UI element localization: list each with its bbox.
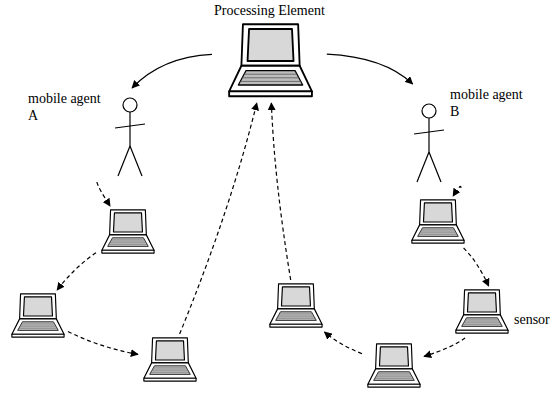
node-label: A bbox=[28, 107, 101, 124]
node-label: sensor bbox=[514, 311, 550, 328]
sensor-laptop bbox=[408, 198, 466, 246]
laptop-icon bbox=[364, 342, 422, 390]
processing-element: Processing Element bbox=[214, 2, 325, 101]
agent-route bbox=[68, 332, 138, 355]
agent-route bbox=[424, 338, 465, 356]
sensor-laptop bbox=[266, 282, 324, 330]
agent-route bbox=[271, 103, 290, 280]
laptop-icon bbox=[140, 336, 198, 384]
agent-figure bbox=[113, 96, 147, 180]
laptop-icon bbox=[408, 198, 466, 246]
laptop-icon bbox=[452, 288, 510, 336]
agent-route bbox=[325, 332, 363, 354]
agent-route bbox=[180, 103, 257, 334]
sensor-laptop bbox=[98, 208, 156, 256]
node-label: B bbox=[450, 103, 523, 120]
sensor-laptop bbox=[8, 292, 66, 340]
laptop-icon bbox=[223, 21, 315, 101]
sensor-laptop: sensor bbox=[452, 288, 550, 336]
sensor-laptop bbox=[140, 336, 198, 384]
agent-route bbox=[97, 182, 110, 206]
agent-route bbox=[464, 248, 489, 286]
mobile-agent: mobile agentB bbox=[412, 86, 523, 186]
dispatch-arrow bbox=[327, 54, 413, 84]
laptop-icon bbox=[266, 282, 324, 330]
agent-figure bbox=[412, 102, 446, 186]
laptop-icon bbox=[8, 292, 66, 340]
laptop-icon bbox=[98, 208, 156, 256]
sensor-laptop bbox=[364, 342, 422, 390]
node-label: mobile agent bbox=[450, 86, 523, 103]
agent-route bbox=[453, 186, 461, 196]
node-label: mobile agent bbox=[28, 90, 101, 107]
agent-route bbox=[57, 253, 96, 290]
node-label: Processing Element bbox=[214, 2, 325, 19]
mobile-agent: mobile agentA bbox=[28, 90, 147, 180]
dispatch-arrow bbox=[132, 54, 212, 88]
